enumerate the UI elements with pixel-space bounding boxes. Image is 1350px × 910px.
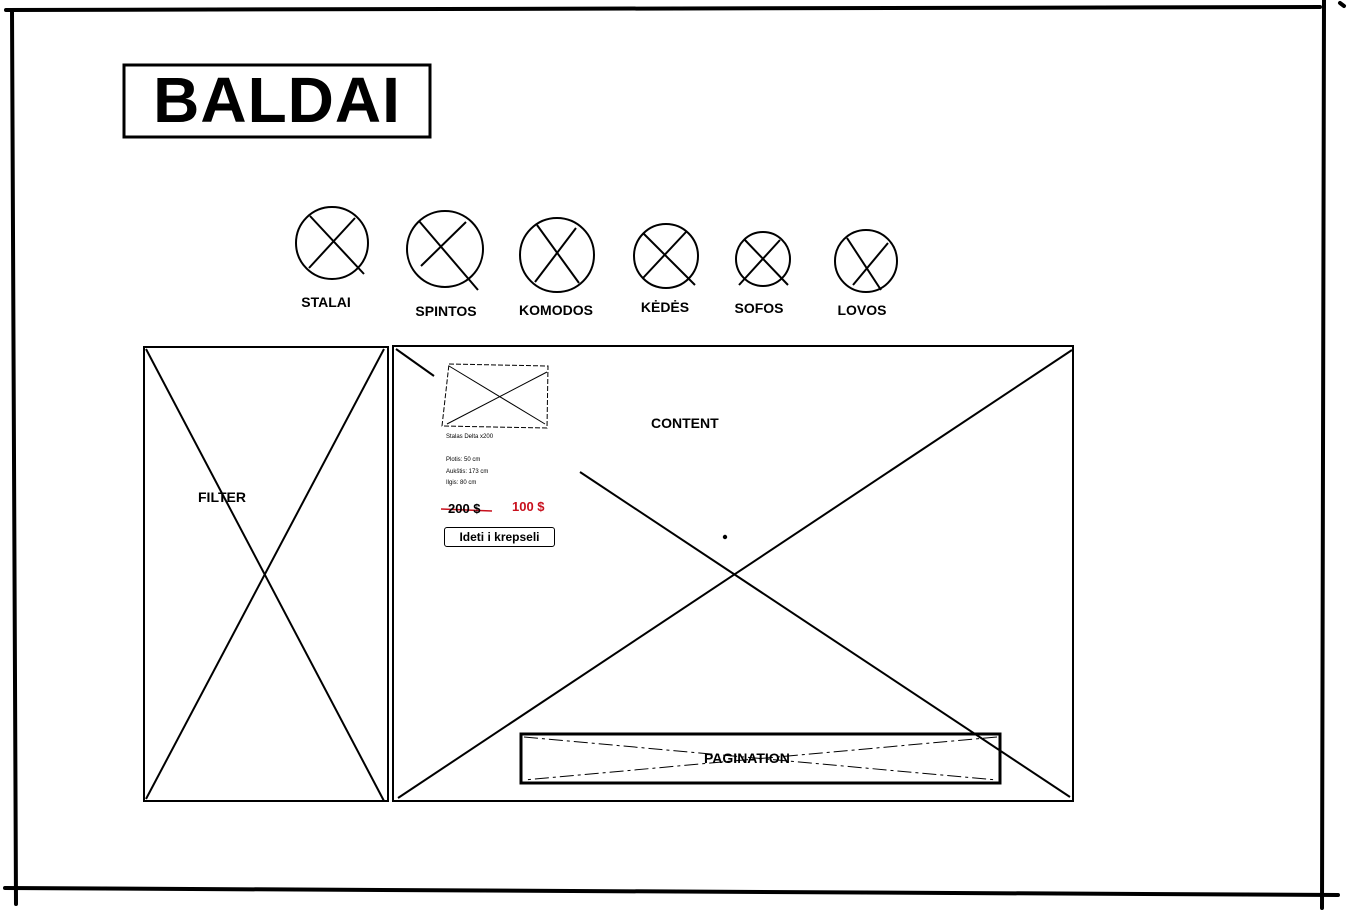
product-image-placeholder [441,363,549,429]
category-icon-kedes [633,223,699,289]
category-icon-komodos [519,217,595,293]
category-icon-lovos [834,229,898,293]
category-label-spintos[interactable]: SPINTOS [415,303,477,319]
add-to-cart-button[interactable]: Ideti i krepseli [444,527,555,547]
category-icons [295,206,898,293]
filter-label: FILTER [198,489,246,505]
pagination-label[interactable]: PAGINATION [704,750,790,766]
logo-box [122,63,432,139]
product-title[interactable]: Stalas Delta x200 [446,434,494,440]
content-label: CONTENT [651,415,719,431]
category-label-komodos[interactable]: KOMODOS [519,302,593,318]
content-panel [392,345,1074,802]
old-price: 200 $ [448,501,481,516]
pagination-box [519,732,1002,785]
product-spec-height: Aukštis: 173 cm [446,469,489,475]
product-spec-width: Plotis: 50 cm [446,457,481,463]
category-label-kedes[interactable]: KĖDĖS [640,299,690,315]
category-icon-stalai [295,206,369,280]
category-label-sofos[interactable]: SOFOS [734,300,784,316]
category-label-lovos[interactable]: LOVOS [837,302,887,318]
category-icon-sofos [735,231,791,287]
page-frame [3,0,1346,910]
sale-price: 100 $ [512,499,545,514]
product-spec-length: Ilgis: 80 cm [446,480,477,486]
price-strikethrough [440,508,493,512]
filter-panel [143,346,389,802]
logo[interactable]: BALDAI [153,64,401,136]
category-label-stalai[interactable]: STALAI [301,294,351,310]
category-icon-spintos [406,210,484,291]
